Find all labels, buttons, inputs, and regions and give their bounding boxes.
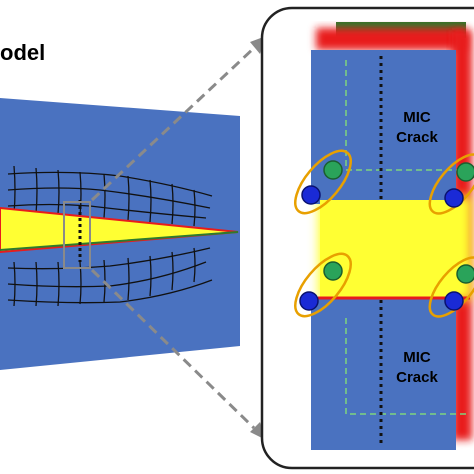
halo-ellipse: [294, 252, 352, 318]
upper-dashed-outline: [345, 60, 470, 171]
green-node: [323, 261, 343, 281]
figure-title: odel: [0, 40, 45, 65]
red-edge-glow-top: [316, 28, 466, 50]
lower-dashed-outline: [345, 318, 470, 415]
crack-region: [320, 200, 460, 298]
inset-panel: MIC Crack MIC Crack: [260, 6, 474, 470]
node-pair-lower-right: [428, 256, 474, 318]
lower-crack-label: Crack: [396, 369, 438, 386]
green-node: [456, 264, 474, 284]
mesh-lines: [7, 165, 213, 307]
crack-edge-green: [0, 231, 239, 251]
green-node: [323, 160, 343, 180]
upper-mic-label: MIC: [403, 109, 431, 126]
upper-block: [311, 50, 456, 204]
lower-mic-label: MIC: [403, 349, 431, 366]
zoom-arrow-upper: [90, 46, 256, 202]
blue-node: [444, 188, 464, 208]
halo-ellipse: [428, 153, 474, 215]
lower-block: [311, 298, 456, 450]
blue-node: [444, 291, 464, 311]
node-pair-upper-left: [294, 149, 352, 215]
green-node: [456, 162, 474, 182]
blue-node: [301, 185, 321, 205]
node-pair-lower-left: [294, 252, 352, 318]
upper-crack-label: Crack: [396, 129, 438, 146]
node-pair-upper-right: [428, 153, 474, 215]
zoom-region-box: [63, 201, 91, 269]
blue-node: [299, 291, 319, 311]
halo-ellipse: [294, 149, 352, 215]
zoom-arrow-lower: [90, 268, 256, 430]
halo-ellipse: [428, 256, 474, 318]
global-model: [0, 98, 240, 370]
